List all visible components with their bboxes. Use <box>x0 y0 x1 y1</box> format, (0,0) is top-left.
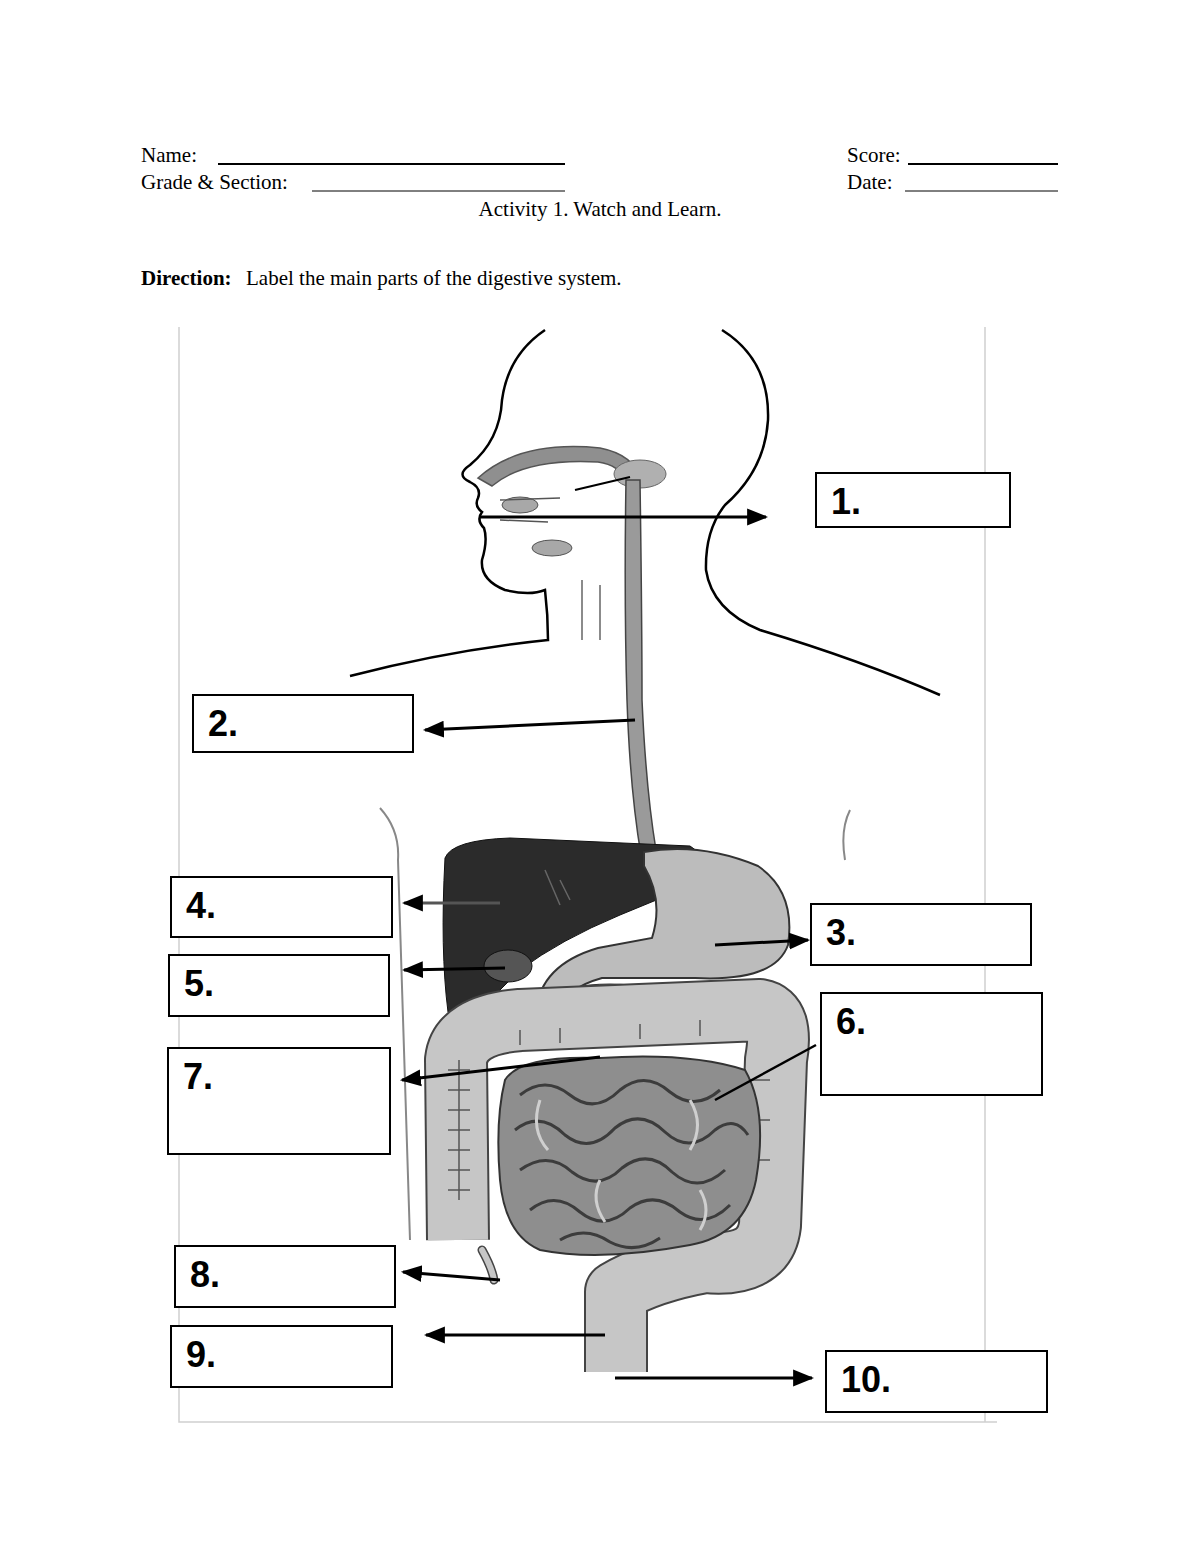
large-intestine <box>456 1010 778 1372</box>
small-intestine <box>498 1057 760 1255</box>
callout-number: 5. <box>170 956 388 1002</box>
callout-number: 9. <box>172 1327 391 1373</box>
callout-number: 7. <box>169 1049 389 1095</box>
trachea <box>582 580 600 640</box>
direction-heading: Direction: <box>141 268 232 289</box>
large-intestine <box>456 1010 778 1372</box>
leader-arrow <box>403 1272 500 1280</box>
label-box: 2. <box>192 694 414 753</box>
intestine-loops <box>515 1080 748 1247</box>
esophagus <box>625 480 656 855</box>
callout-number: 6. <box>822 994 1041 1040</box>
answer-line <box>908 163 1058 165</box>
label-box: 7. <box>167 1047 391 1155</box>
leader-line <box>575 477 630 490</box>
label-box: 4. <box>170 876 393 938</box>
appendix <box>482 1250 494 1280</box>
leader-arrow <box>426 1334 605 1337</box>
label-box: 1. <box>815 472 1011 528</box>
leader-arrow <box>425 720 635 730</box>
label-box: 9. <box>170 1325 393 1388</box>
gallbladder <box>484 950 532 982</box>
appendix <box>482 1250 494 1280</box>
leader-line <box>715 1045 816 1100</box>
field-label: Score: <box>847 145 901 166</box>
leader-arrow <box>480 516 766 519</box>
answer-line <box>218 163 565 165</box>
callout-number: 3. <box>812 905 1030 951</box>
leader-arrow <box>615 1377 812 1380</box>
bile-duct <box>545 870 570 905</box>
callout-number: 10. <box>827 1352 1046 1398</box>
label-box: 6. <box>820 992 1043 1096</box>
answer-line <box>905 191 1058 192</box>
field-label: Date: <box>847 172 892 193</box>
leader-arrow <box>402 1057 600 1080</box>
label-box: 5. <box>168 954 390 1017</box>
field-label: Name: <box>141 145 197 166</box>
intestine-highlights <box>536 1100 706 1230</box>
leader-arrow <box>404 968 505 970</box>
activity-title: Activity 1. Watch and Learn. <box>0 199 1200 220</box>
leader-arrow <box>404 902 500 905</box>
callout-number: 8. <box>176 1247 394 1293</box>
label-box: 3. <box>810 903 1032 966</box>
label-box: 8. <box>174 1245 396 1308</box>
body-outline <box>350 330 548 676</box>
callout-number: 4. <box>172 878 391 924</box>
leader-arrow <box>715 940 808 945</box>
direction-text: Label the main parts of the digestive sy… <box>246 268 622 289</box>
callout-number: 2. <box>194 696 412 742</box>
field-label: Grade & Section: <box>141 172 288 193</box>
salivary-gland <box>532 540 572 556</box>
callout-number: 1. <box>817 474 1009 520</box>
label-box: 10. <box>825 1350 1048 1413</box>
answer-line <box>312 191 565 192</box>
